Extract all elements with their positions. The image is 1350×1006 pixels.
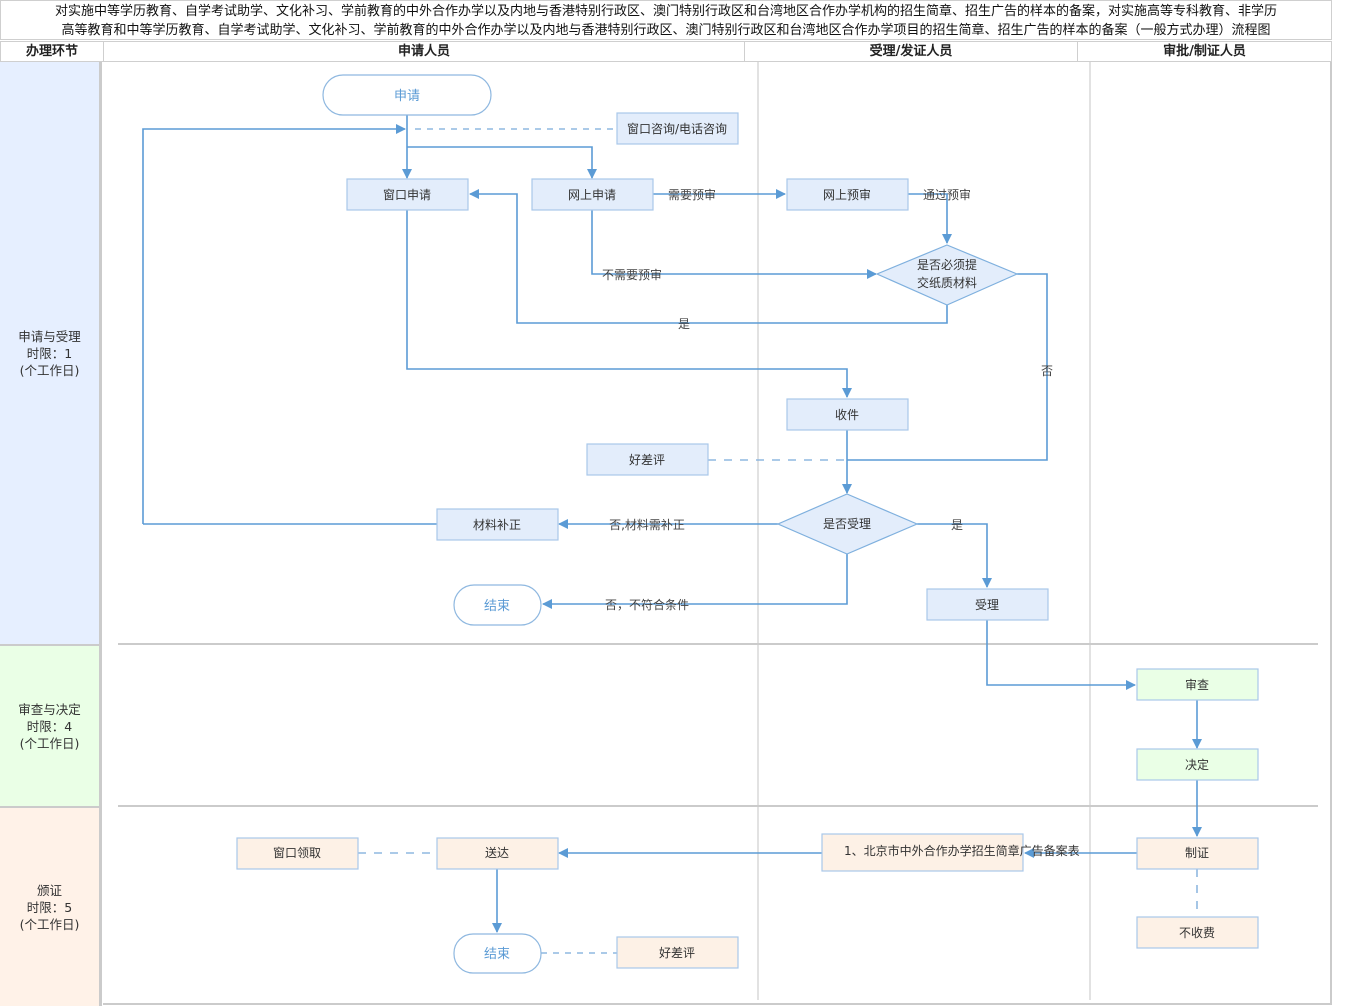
accept-decision-label: 是否受理	[823, 517, 871, 531]
label-no-precheck: 不需要预审	[602, 267, 662, 282]
header-lane-applicant: 申请人员	[103, 41, 745, 62]
header-lane-acceptor: 受理/发证人员	[744, 41, 1078, 62]
online-precheck-label: 网上预审	[823, 187, 871, 202]
label-need-precheck: 需要预审	[668, 187, 716, 202]
start-terminal[interactable]: 申请	[322, 74, 492, 116]
end-terminal-1[interactable]: 结束	[453, 584, 542, 626]
decision-accept[interactable]: 是否受理	[776, 493, 919, 555]
consult-label: 窗口咨询/电话咨询	[627, 121, 727, 136]
edge-accept-to-review	[986, 620, 1136, 690]
online-apply-label: 网上申请	[568, 188, 616, 202]
node-supplement[interactable]: 材料补正	[436, 508, 559, 541]
supplement-label: 材料补正	[473, 518, 521, 532]
edge-start-to-online	[407, 146, 597, 179]
review-label: 审查	[1185, 677, 1209, 692]
label-paper-yes: 是	[678, 317, 690, 331]
edge-window-to-receive	[406, 210, 852, 398]
node-rating-2[interactable]: 好差评	[616, 936, 739, 969]
make-cert-label: 制证	[1185, 846, 1209, 860]
node-no-fee[interactable]: 不收费	[1136, 916, 1259, 949]
paper-required-label-2: 交纸质材料	[917, 275, 977, 290]
header-lane-approver: 审批/制证人员	[1077, 41, 1332, 62]
edge-accept-yes	[917, 523, 992, 588]
label-need-supplement: 否,材料需补正	[609, 518, 685, 532]
node-receive[interactable]: 收件	[786, 398, 909, 431]
label-paper-no: 否	[1041, 364, 1053, 378]
start-label: 申请	[394, 89, 420, 104]
edge-pass-precheck	[907, 193, 952, 244]
deliver-label: 送达	[485, 845, 509, 860]
phase-issue-cert: 颁证 时限：5 (个工作日)	[0, 806, 102, 1006]
end-terminal-2[interactable]: 结束	[453, 933, 542, 974]
node-review[interactable]: 审查	[1136, 668, 1259, 701]
window-pickup-label: 窗口领取	[273, 846, 321, 860]
edge-no-precheck	[591, 210, 877, 279]
end-2-label: 结束	[484, 947, 510, 962]
decide-label: 决定	[1185, 757, 1209, 772]
title-line-1: 对实施中等学历教育、自学考试助学、文化补习、学前教育的中外合作办学以及内地与香港…	[54, 4, 1277, 19]
node-make-cert[interactable]: 制证	[1136, 837, 1259, 870]
node-rating-1[interactable]: 好差评	[586, 443, 709, 476]
end-1-label: 结束	[484, 599, 510, 614]
edge-paper-yes	[469, 189, 948, 324]
rating-2-label: 好差评	[659, 946, 695, 960]
paper-required-label-1: 是否必须提	[917, 257, 977, 272]
node-online-apply[interactable]: 网上申请	[531, 178, 654, 211]
node-decide[interactable]: 决定	[1136, 748, 1259, 781]
window-apply-label: 窗口申请	[383, 188, 431, 202]
node-online-precheck[interactable]: 网上预审	[786, 178, 909, 211]
node-cert-doc[interactable]: 1、北京市中外合作办学招生简章广告备案表	[821, 833, 1080, 872]
label-accept-yes: 是	[951, 518, 963, 532]
accept-label: 受理	[975, 598, 999, 612]
node-window-pickup[interactable]: 窗口领取	[236, 837, 359, 870]
label-pass-precheck: 通过预审	[923, 187, 971, 202]
label-unqualified: 否，不符合条件	[605, 597, 689, 612]
edge-supplement-loop	[142, 124, 406, 524]
receive-label: 收件	[835, 408, 859, 422]
flowchart-title: 对实施中等学历教育、自学考试助学、文化补习、学前教育的中外合作办学以及内地与香港…	[0, 0, 1332, 40]
node-accept[interactable]: 受理	[926, 588, 1049, 621]
edge-unqualified	[542, 554, 848, 609]
decision-paper-required[interactable]: 是否必须提 交纸质材料	[875, 244, 1019, 306]
phase-apply-accept: 申请与受理 时限：1 (个工作日)	[0, 62, 102, 644]
edge-paper-no	[847, 273, 1048, 461]
grid-lines	[103, 62, 1332, 1005]
title-line-2: 高等教育和中等学历教育、自学考试助学、文化补习、学前教育的中外合作办学以及内地与…	[61, 23, 1271, 38]
node-consult[interactable]: 窗口咨询/电话咨询	[616, 112, 739, 145]
rating-1-label: 好差评	[629, 453, 665, 467]
phase-review-decide: 审查与决定 时限：4 (个工作日)	[0, 644, 102, 806]
cert-doc-label: 1、北京市中外合作办学招生简章广告备案表	[844, 843, 1080, 858]
node-deliver[interactable]: 送达	[436, 837, 559, 870]
no-fee-label: 不收费	[1179, 926, 1215, 940]
node-window-apply[interactable]: 窗口申请	[346, 178, 469, 211]
header-phase: 办理环节	[0, 41, 104, 62]
